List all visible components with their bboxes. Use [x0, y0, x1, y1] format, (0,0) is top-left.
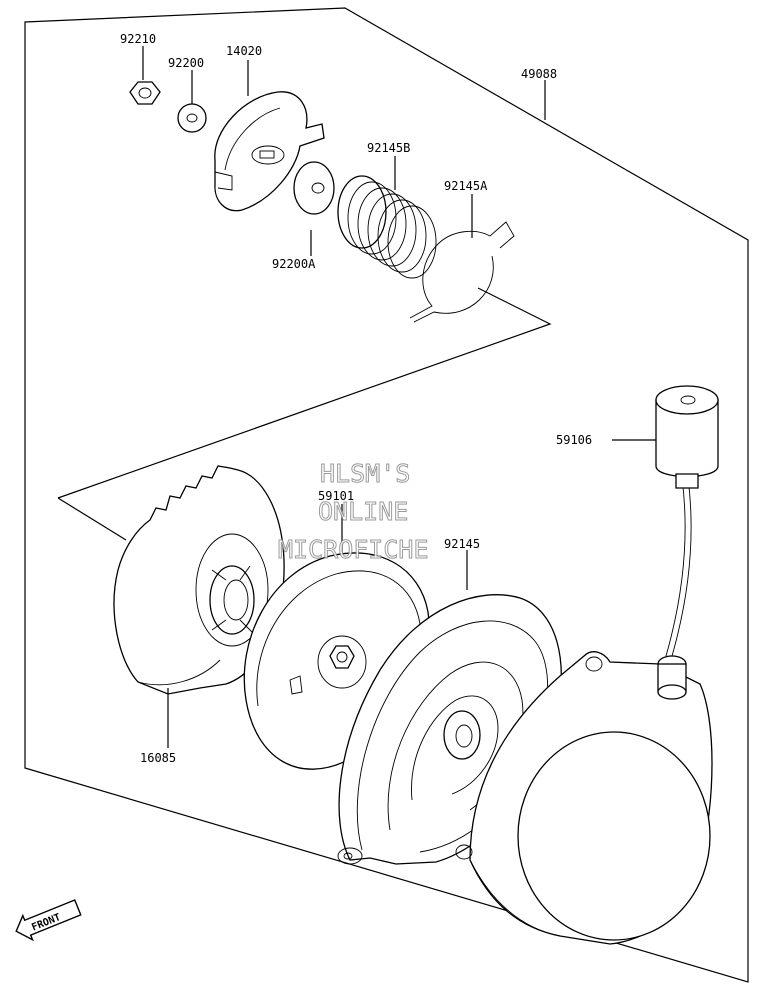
part-label-16085: 16085	[140, 751, 176, 765]
watermark-line-1: HLSM'S	[320, 459, 410, 488]
leader-lines	[142, 46, 656, 748]
washer-92200	[177, 103, 207, 133]
subgroup-bracket-upper	[57, 287, 552, 499]
watermark-line-2: ONLINE	[318, 497, 408, 526]
spring-clip-92145A	[409, 221, 515, 323]
part-label-14020: 14020	[226, 44, 262, 58]
part-label-92145: 92145	[444, 537, 480, 551]
part-label-92145B: 92145B	[367, 141, 410, 155]
part-label-92200A: 92200A	[272, 257, 316, 271]
assembly-frame	[24, 7, 749, 983]
part-label-59101: 59101	[318, 489, 354, 503]
front-direction-marker: FRONT	[15, 899, 82, 942]
subgroup-bracket-lower	[57, 497, 127, 541]
part-label-92200: 92200	[168, 56, 204, 70]
nut-92210	[129, 81, 161, 105]
handle-59106	[655, 385, 719, 657]
part-label-92145A: 92145A	[444, 179, 488, 193]
spring-92145B	[337, 175, 437, 279]
pulley-16085	[113, 465, 285, 695]
recoil-housing	[455, 651, 713, 945]
part-label-49088: 49088	[521, 67, 557, 81]
watermark: HLSM'S ONLINE MICROFICHE	[278, 459, 430, 565]
part-label-92210: 92210	[120, 32, 156, 46]
washer-92200A	[293, 161, 335, 215]
watermark-line-3: MICROFICHE	[278, 535, 429, 564]
cover-14020	[214, 91, 325, 212]
part-label-59106: 59106	[556, 433, 592, 447]
front-arrow-icon	[15, 899, 82, 942]
